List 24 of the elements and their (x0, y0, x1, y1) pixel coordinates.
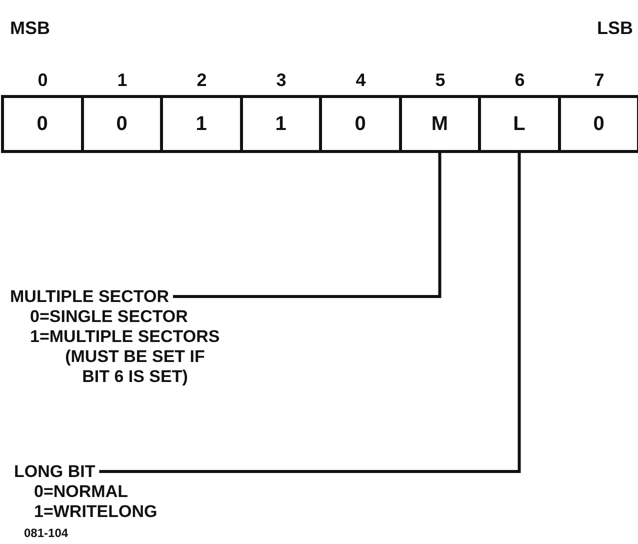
field-name: LONG BIT (14, 462, 96, 482)
bit-number: 1 (116, 70, 128, 91)
value-description: 0=SINGLE SECTOR (30, 307, 189, 327)
value-description: (MUST BE SET IF BIT 6 IS SET) (64, 347, 206, 387)
value-description: 0=NORMAL (34, 482, 129, 502)
bit-cell: 1 (160, 95, 242, 153)
leader-line (173, 153, 442, 298)
bit-number: 2 (196, 70, 208, 91)
bit-number: 7 (593, 70, 606, 91)
figure-number: 081-104 (24, 526, 68, 540)
bit-cell: 0 (319, 95, 402, 153)
bit-cell: 0 (1, 95, 84, 153)
field-name: MULTIPLE SECTOR (10, 287, 170, 307)
value-description: 1=WRITELONG (34, 502, 158, 522)
leader-line (99, 153, 521, 473)
bit-number: 0 (36, 70, 49, 91)
bit-cell: L (478, 95, 560, 153)
value-description: 1=MULTIPLE SECTORS (30, 327, 220, 347)
bit-number: 6 (514, 70, 526, 91)
bit-order-label: LSB (597, 18, 633, 39)
bit-number: 4 (354, 70, 367, 91)
bit-number: 5 (434, 70, 446, 91)
bit-number: 3 (275, 70, 288, 91)
bit-order-label: MSB (10, 18, 50, 39)
